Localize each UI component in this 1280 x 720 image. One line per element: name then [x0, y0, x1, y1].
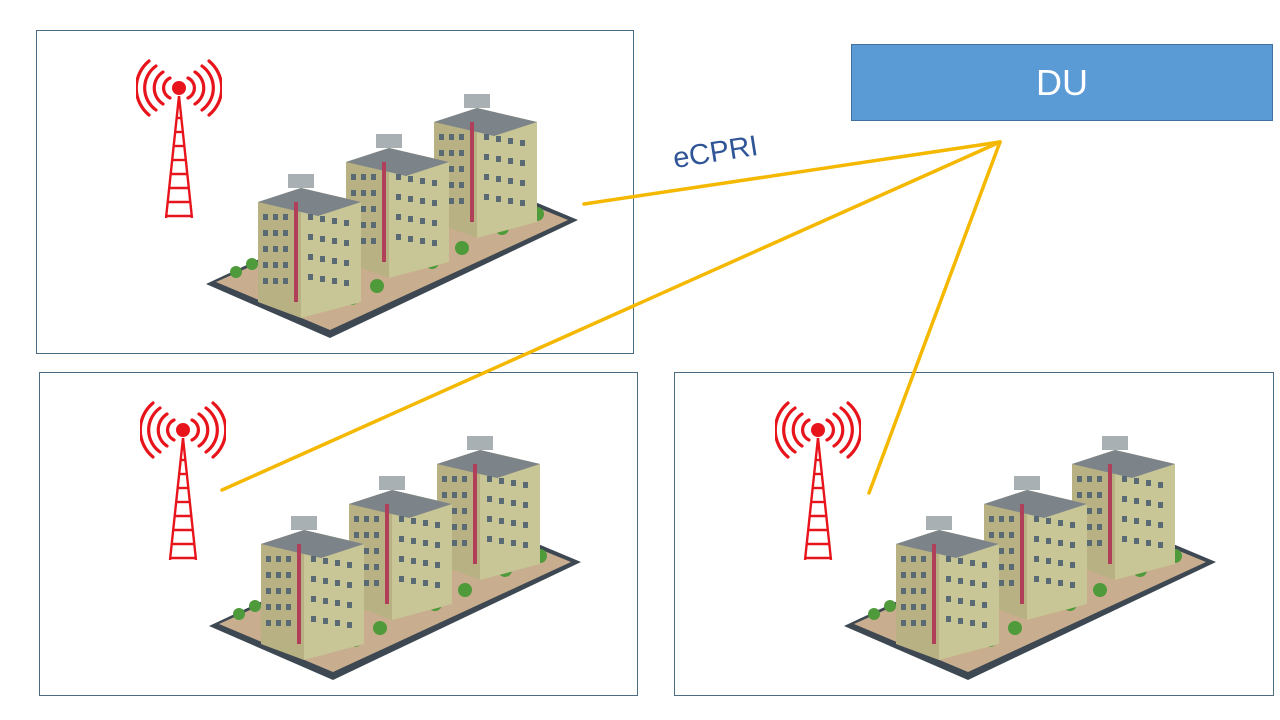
apartment-buildings-icon	[844, 436, 1216, 680]
apartment-buildings-icon	[209, 436, 581, 680]
radio-tower-icon	[140, 401, 226, 561]
ecpri-label: eCPRI	[670, 130, 761, 176]
apartment-buildings-icon	[206, 94, 578, 338]
du-box: DU	[851, 44, 1273, 121]
du-label: DU	[1036, 61, 1088, 103]
radio-tower-icon	[136, 59, 222, 219]
radio-tower-icon	[775, 401, 861, 561]
link-line-top-left	[582, 140, 1002, 206]
